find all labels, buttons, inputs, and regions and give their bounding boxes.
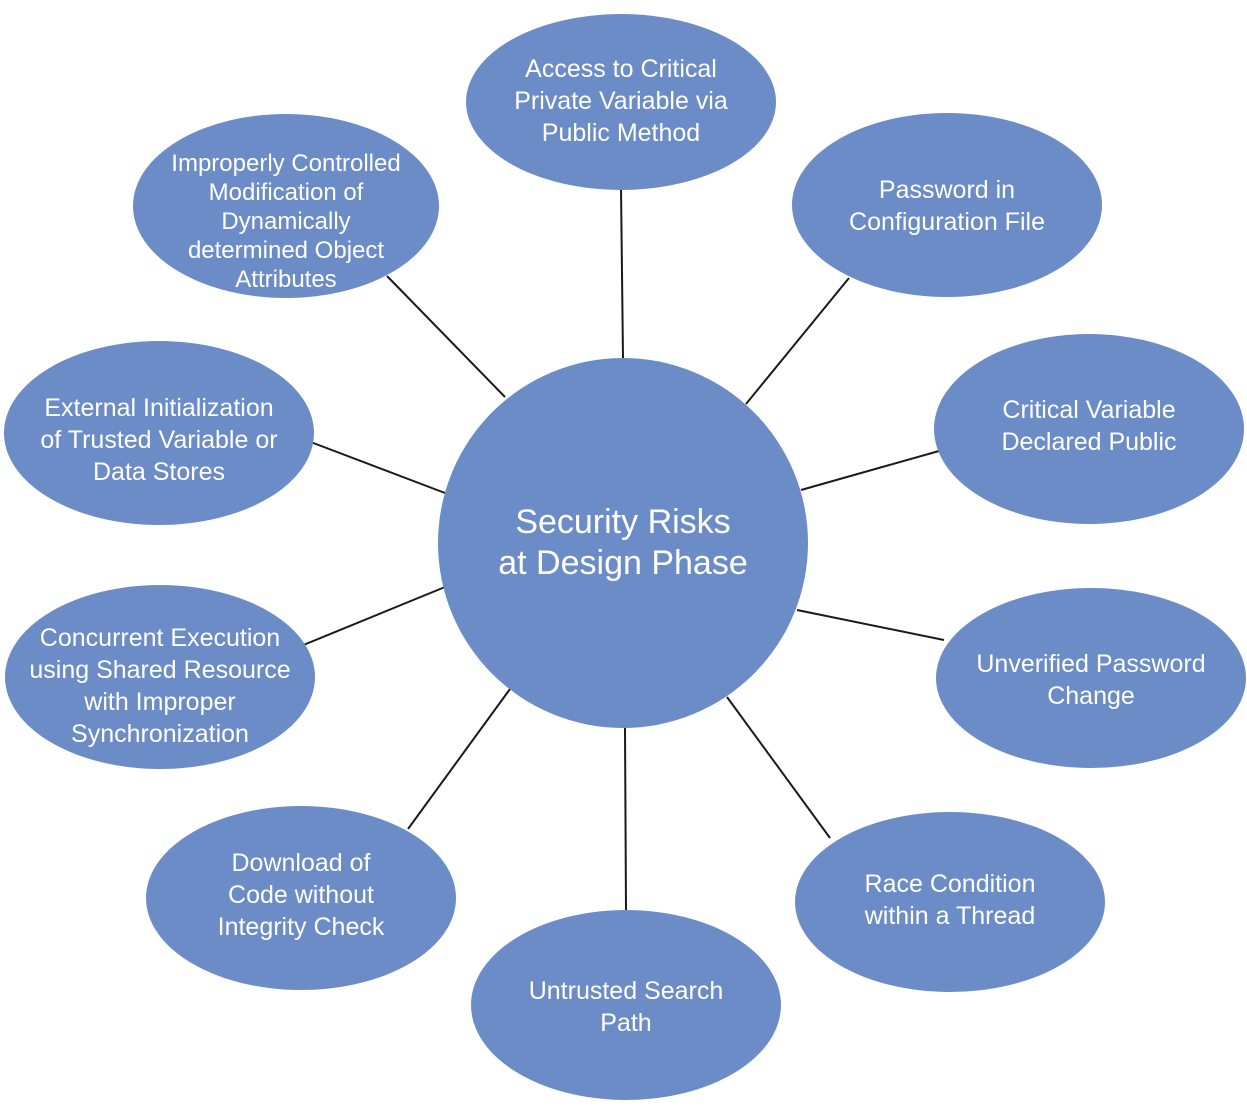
- node-shape-password-config-file: [792, 113, 1102, 297]
- node-shape-download-code-integrity: [146, 806, 456, 990]
- connector-critical-variable-public: [800, 450, 940, 491]
- connector-external-initialization: [307, 440, 446, 494]
- node-label-critical-variable-public: Critical Variable Declared Public: [1001, 396, 1177, 456]
- node-label-external-initialization: External Initialization of Trusted Varia…: [40, 394, 278, 486]
- node-label-unverified-password-change: Unverified Password Change: [976, 650, 1206, 710]
- node-label-download-code-integrity: Download of Code without Integrity Check: [217, 849, 385, 941]
- node-shape-concurrent-execution: [5, 585, 315, 769]
- connector-access-private-variable: [620, 187, 624, 359]
- node-shape-unverified-password-change: [936, 588, 1246, 768]
- node-label-untrusted-search-path: Untrusted Search Path: [528, 977, 724, 1037]
- node-label-race-condition-thread: Race Condition within a Thread: [864, 870, 1036, 930]
- connector-improperly-controlled-modification: [386, 275, 506, 398]
- node-shape-improperly-controlled-modification: [133, 114, 439, 298]
- connector-untrusted-search-path: [624, 727, 627, 912]
- node-shape-critical-variable-public: [934, 334, 1244, 524]
- connector-race-condition-thread: [726, 696, 831, 839]
- node-shape-untrusted-search-path: [471, 910, 781, 1100]
- connector-concurrent-execution: [300, 586, 446, 647]
- center-node-label: Security Risks at Design Phase: [498, 503, 748, 582]
- node-shape-external-initialization: [4, 341, 314, 525]
- connector-password-config-file: [745, 277, 850, 405]
- node-label-improperly-controlled-modification: Improperly Controlled Modification of Dy…: [171, 149, 401, 293]
- node-label-password-config-file: Password in Configuration File: [849, 176, 1045, 236]
- node-label-concurrent-execution: Concurrent Execution using Shared Resour…: [29, 624, 291, 748]
- center-node-shape: [438, 358, 808, 728]
- node-shape-access-private-variable: [466, 14, 776, 190]
- node-shape-race-condition-thread: [795, 812, 1105, 992]
- node-label-access-private-variable: Access to Critical Private Variable via …: [514, 55, 728, 147]
- connector-unverified-password-change: [796, 609, 945, 641]
- connector-download-code-integrity: [407, 688, 511, 830]
